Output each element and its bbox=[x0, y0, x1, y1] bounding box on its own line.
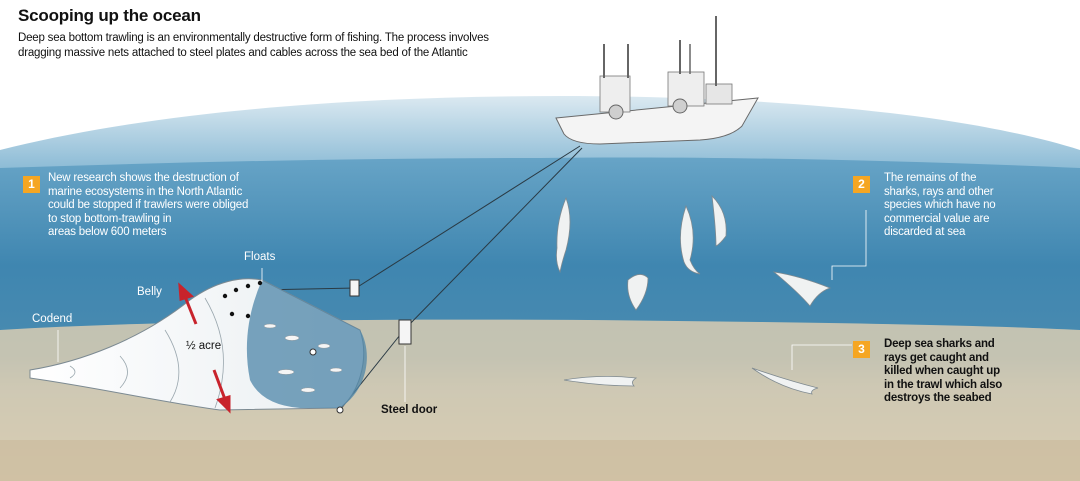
belly-arrow-icon bbox=[178, 282, 231, 414]
fact-line: sharks, rays and other bbox=[884, 185, 994, 198]
belly-label: Belly bbox=[137, 286, 162, 298]
fact-line: could be stopped if trawlers were oblige… bbox=[48, 199, 249, 211]
fact-line: to stop bottom-trawling in bbox=[48, 212, 172, 225]
fact-line: killed when caught up bbox=[884, 365, 1000, 377]
fact-line: rays get caught and bbox=[884, 351, 989, 364]
shark-icon bbox=[563, 376, 638, 387]
shark-icon bbox=[680, 204, 701, 275]
cable-line bbox=[355, 145, 581, 289]
description-line: Deep sea bottom trawling is an environme… bbox=[18, 32, 489, 44]
weight-ball bbox=[309, 348, 317, 356]
steel-door-upper bbox=[349, 279, 360, 297]
shark-icon bbox=[751, 367, 819, 395]
fact3-pointer bbox=[791, 344, 852, 370]
fact-line: in the trawl which also bbox=[884, 378, 1003, 391]
trawl-net bbox=[29, 278, 367, 411]
weight-ball bbox=[336, 406, 344, 414]
fact-line: destroys the seabed bbox=[884, 392, 992, 404]
fact-1-badge: 1 bbox=[23, 176, 40, 193]
ray-icon bbox=[627, 274, 649, 311]
fact-3-text: Deep sea sharks and rays get caught and … bbox=[884, 338, 1054, 406]
fact-line: areas below 600 meters bbox=[48, 226, 167, 238]
fact-line: The remains of the bbox=[884, 172, 977, 184]
fact-1-text: New research shows the destruction of ma… bbox=[48, 172, 348, 240]
page-description: Deep sea bottom trawling is an environme… bbox=[18, 31, 618, 61]
sea-surface bbox=[0, 96, 1080, 168]
fish-icon bbox=[263, 323, 277, 329]
ray-icon bbox=[772, 271, 832, 307]
page-title: Scooping up the ocean bbox=[18, 6, 201, 25]
fact-line: New research shows the destruction of bbox=[48, 172, 239, 184]
fact-2-badge: 2 bbox=[853, 176, 870, 193]
fact-3-badge: 3 bbox=[853, 341, 870, 358]
shark-icon bbox=[556, 196, 571, 274]
trawler-boat-icon bbox=[555, 16, 759, 145]
fish-icon bbox=[329, 367, 343, 373]
cable-line bbox=[403, 147, 583, 331]
fact-2-text: The remains of the sharks, rays and othe… bbox=[884, 172, 1054, 240]
fact-line: marine ecosystems in the North Atlantic bbox=[48, 185, 243, 198]
steel-door-label: Steel door bbox=[381, 404, 438, 416]
shark-icon bbox=[711, 194, 727, 247]
floats-label: Floats bbox=[244, 251, 276, 263]
fish-icon bbox=[300, 387, 316, 393]
fact-line: Deep sea sharks and bbox=[884, 338, 995, 350]
fact-line: discarded at sea bbox=[884, 226, 966, 238]
fish-icon bbox=[277, 369, 295, 375]
fact-line: commercial value are bbox=[884, 212, 990, 225]
fact2-pointer bbox=[831, 210, 867, 280]
steel-door-lower bbox=[398, 319, 412, 345]
fish-icon bbox=[317, 343, 331, 349]
seabed-bottom bbox=[0, 440, 1080, 481]
codend-label: Codend bbox=[32, 313, 73, 325]
description-line: dragging massive nets attached to steel … bbox=[18, 47, 468, 59]
fact-line: species which have no bbox=[884, 199, 996, 211]
fish-icon bbox=[284, 335, 300, 341]
area-label: ½ acre bbox=[186, 340, 222, 352]
